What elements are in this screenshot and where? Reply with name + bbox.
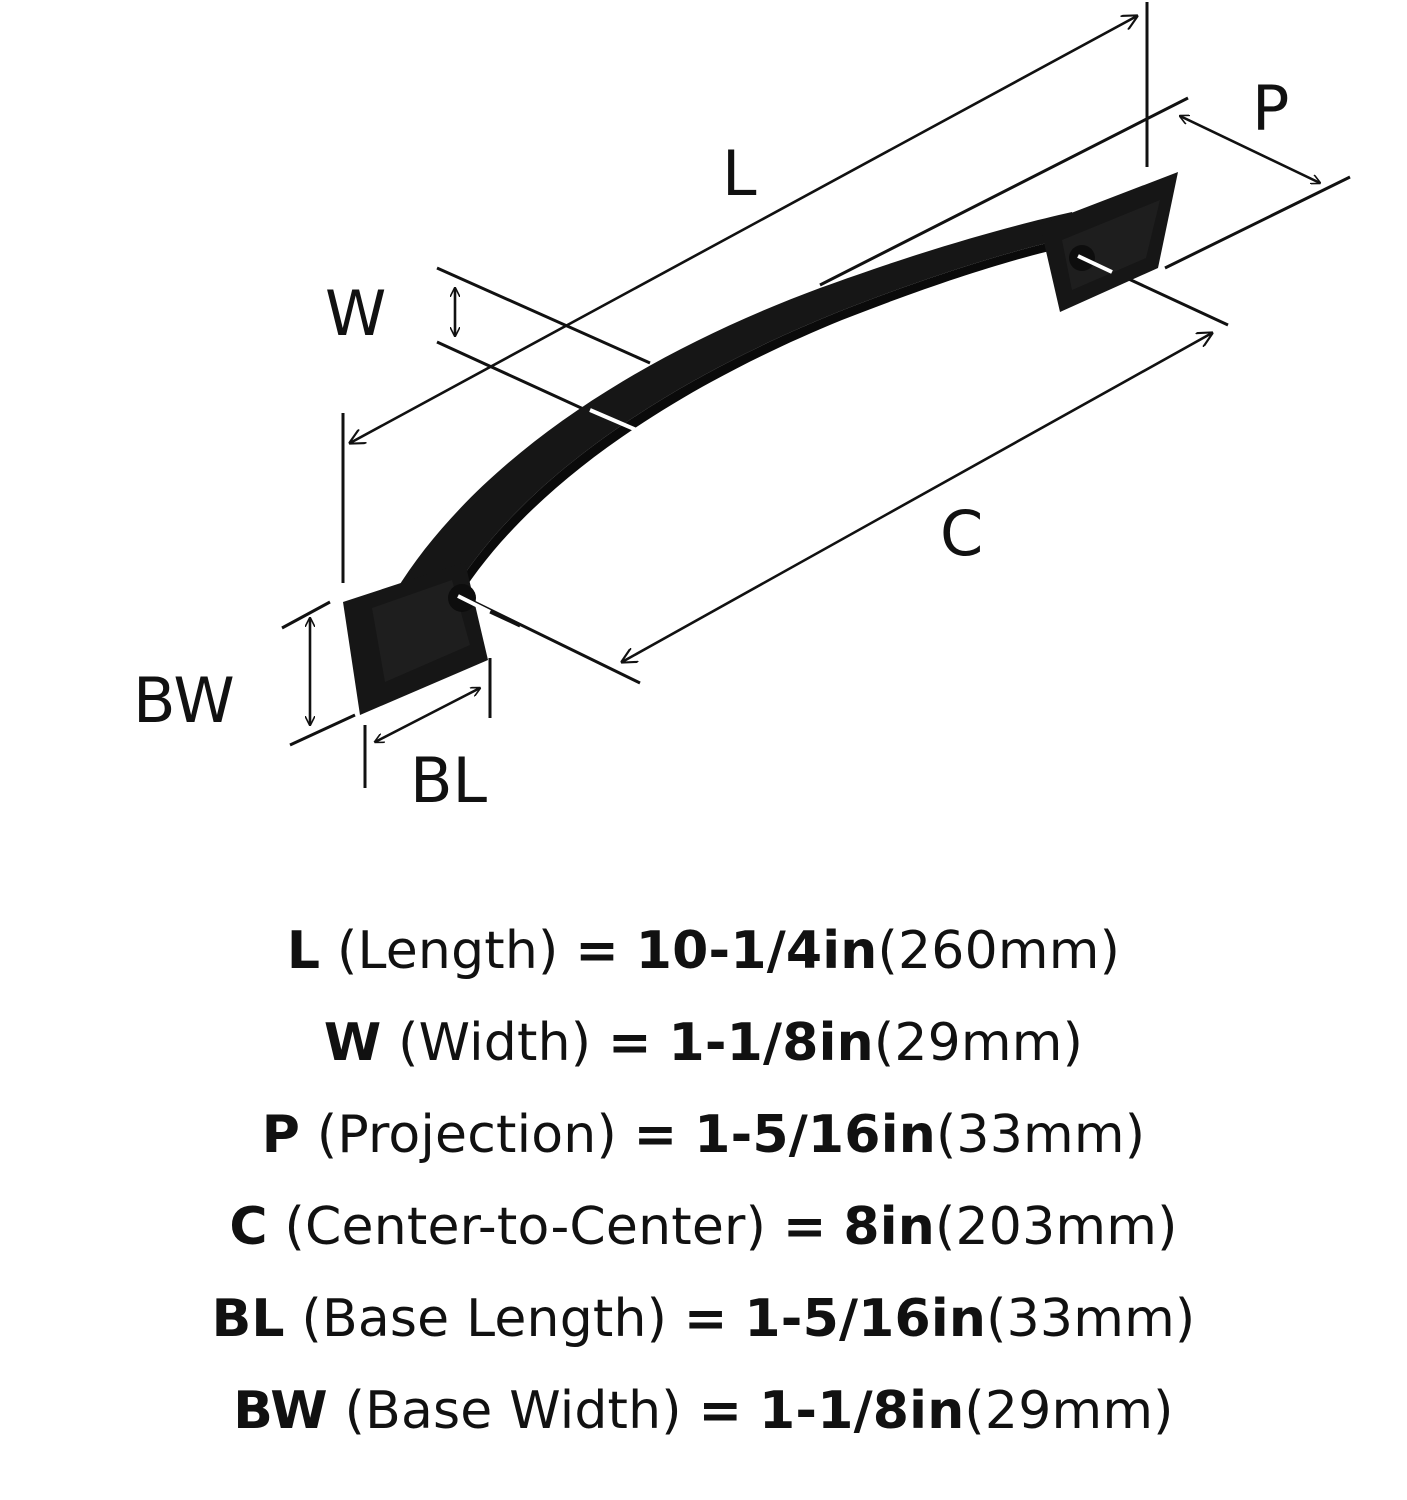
spec-center-to-center: C (Center-to-Center) = 8in(203mm) [0,1181,1407,1273]
left-base-face [372,580,470,682]
c-dimension-line [622,333,1212,662]
bw-extension-top [281,600,331,630]
spec-name: (Length) [336,921,559,981]
dimension-diagram: L P W C BW BL [133,2,1351,817]
pull-bar-edge [448,236,1080,606]
spec-projection: P (Projection) = 1-5/16in(33mm) [0,1089,1407,1181]
bl-dimension-line [375,688,480,742]
right-screw [1077,254,1113,274]
cabinet-pull-handle [343,172,1178,715]
spec-abbr: BL [211,1289,285,1349]
spec-equals: = [782,1197,827,1257]
label-c: C [940,497,983,570]
spec-base-length: BL (Base Length) = 1-5/16in(33mm) [0,1273,1407,1365]
spec-equals: = [633,1105,678,1165]
dimension-labels: L P W C BW BL [133,72,1289,817]
label-w: W [325,277,386,350]
spec-width: W (Width) = 1-1/8in(29mm) [0,997,1407,1089]
spec-metric: (29mm) [873,1013,1084,1073]
bw-extension-bottom [289,713,356,747]
w-extension-top [436,266,651,365]
label-bl: BL [410,744,488,817]
left-screw-axis [489,610,521,628]
label-l: L [722,137,757,210]
spec-metric: (29mm) [964,1381,1174,1441]
spec-abbr: P [261,1105,301,1165]
label-p: P [1252,72,1289,145]
spec-length: L (Length) = 10-1/4in(260mm) [0,905,1407,997]
spec-imperial: 10-1/4in [635,921,878,981]
width-section-cut [589,408,656,440]
c-extension-left [469,598,641,685]
p-dimension-line [1180,116,1320,183]
w-extension-bottom [436,340,591,414]
p-extension-bottom [1164,175,1351,270]
spec-metric: (260mm) [877,921,1121,981]
spec-imperial: 1-5/16in [744,1289,987,1349]
dimension-specs-list: L (Length) = 10-1/4in(260mm) W (Width) =… [0,905,1407,1457]
spec-equals: = [683,1289,728,1349]
spec-abbr: W [323,1013,382,1073]
spec-name: (Base Width) [344,1381,682,1441]
spec-metric: (33mm) [935,1105,1146,1165]
spec-imperial: 1-1/8in [668,1013,874,1073]
spec-equals: = [607,1013,652,1073]
spec-imperial: 1-1/8in [759,1381,965,1441]
left-screw [457,594,491,614]
spec-metric: (203mm) [935,1197,1178,1257]
spec-name: (Width) [398,1013,592,1073]
spec-name: (Center-to-Center) [284,1197,767,1257]
spec-name: (Projection) [316,1105,617,1165]
label-bw: BW [133,664,235,737]
spec-name: (Base Length) [301,1289,668,1349]
l-dimension-line [350,16,1137,443]
spec-equals: = [575,921,620,981]
pull-bar [395,212,1078,600]
spec-equals: = [698,1381,743,1441]
spec-imperial: 8in [843,1197,936,1257]
spec-abbr: C [229,1197,268,1257]
spec-abbr: BW [233,1381,328,1441]
spec-base-width: BW (Base Width) = 1-1/8in(29mm) [0,1365,1407,1457]
spec-imperial: 1-5/16in [694,1105,936,1165]
dimension-lines [310,16,1320,742]
spec-metric: (33mm) [986,1289,1196,1349]
spec-abbr: L [286,921,321,981]
